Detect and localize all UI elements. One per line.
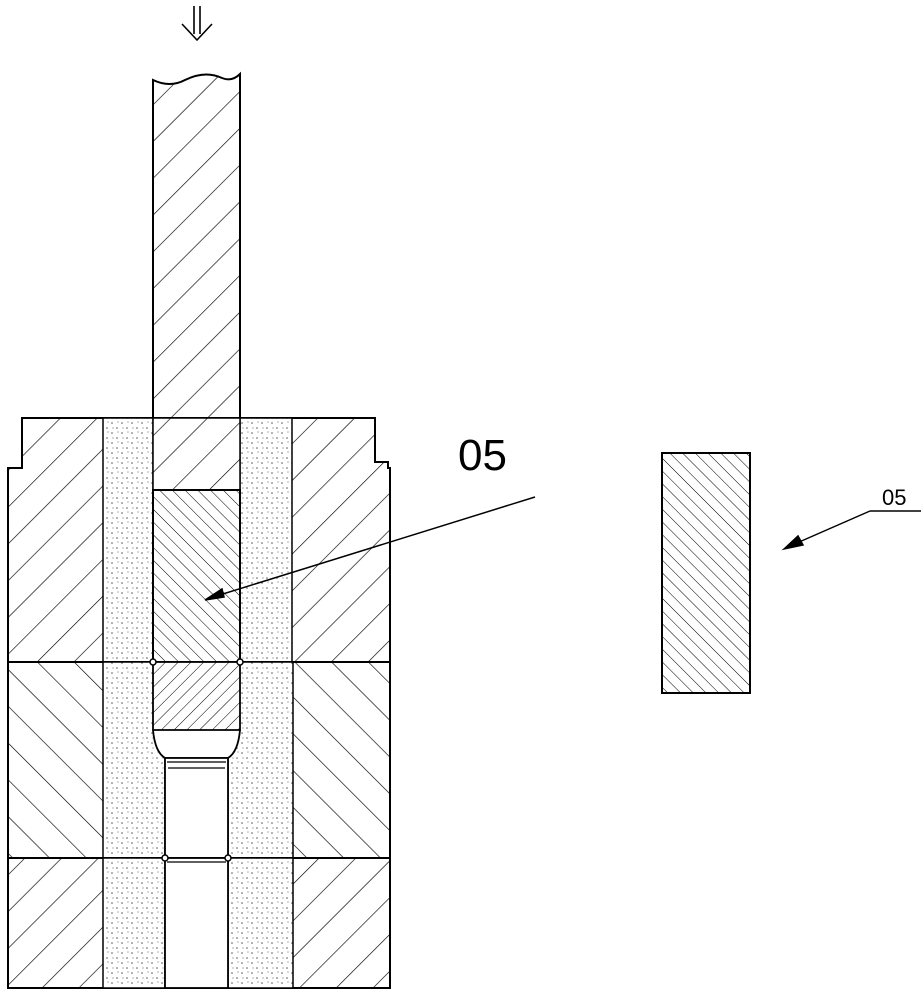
workpiece-05: [152, 489, 241, 663]
lower-die-block: [7, 857, 391, 989]
callout-label-main: 05: [458, 431, 507, 480]
workpiece-05-detail: [661, 452, 751, 694]
callout-label-side: 05: [882, 485, 906, 510]
middle-die-block: [7, 661, 391, 859]
joint-markers: [149, 658, 244, 862]
down-arrow-icon: [181, 6, 213, 42]
leader-line-main: [204, 496, 536, 601]
punch-rod: [152, 71, 241, 421]
leader-line-side: [781, 510, 921, 551]
